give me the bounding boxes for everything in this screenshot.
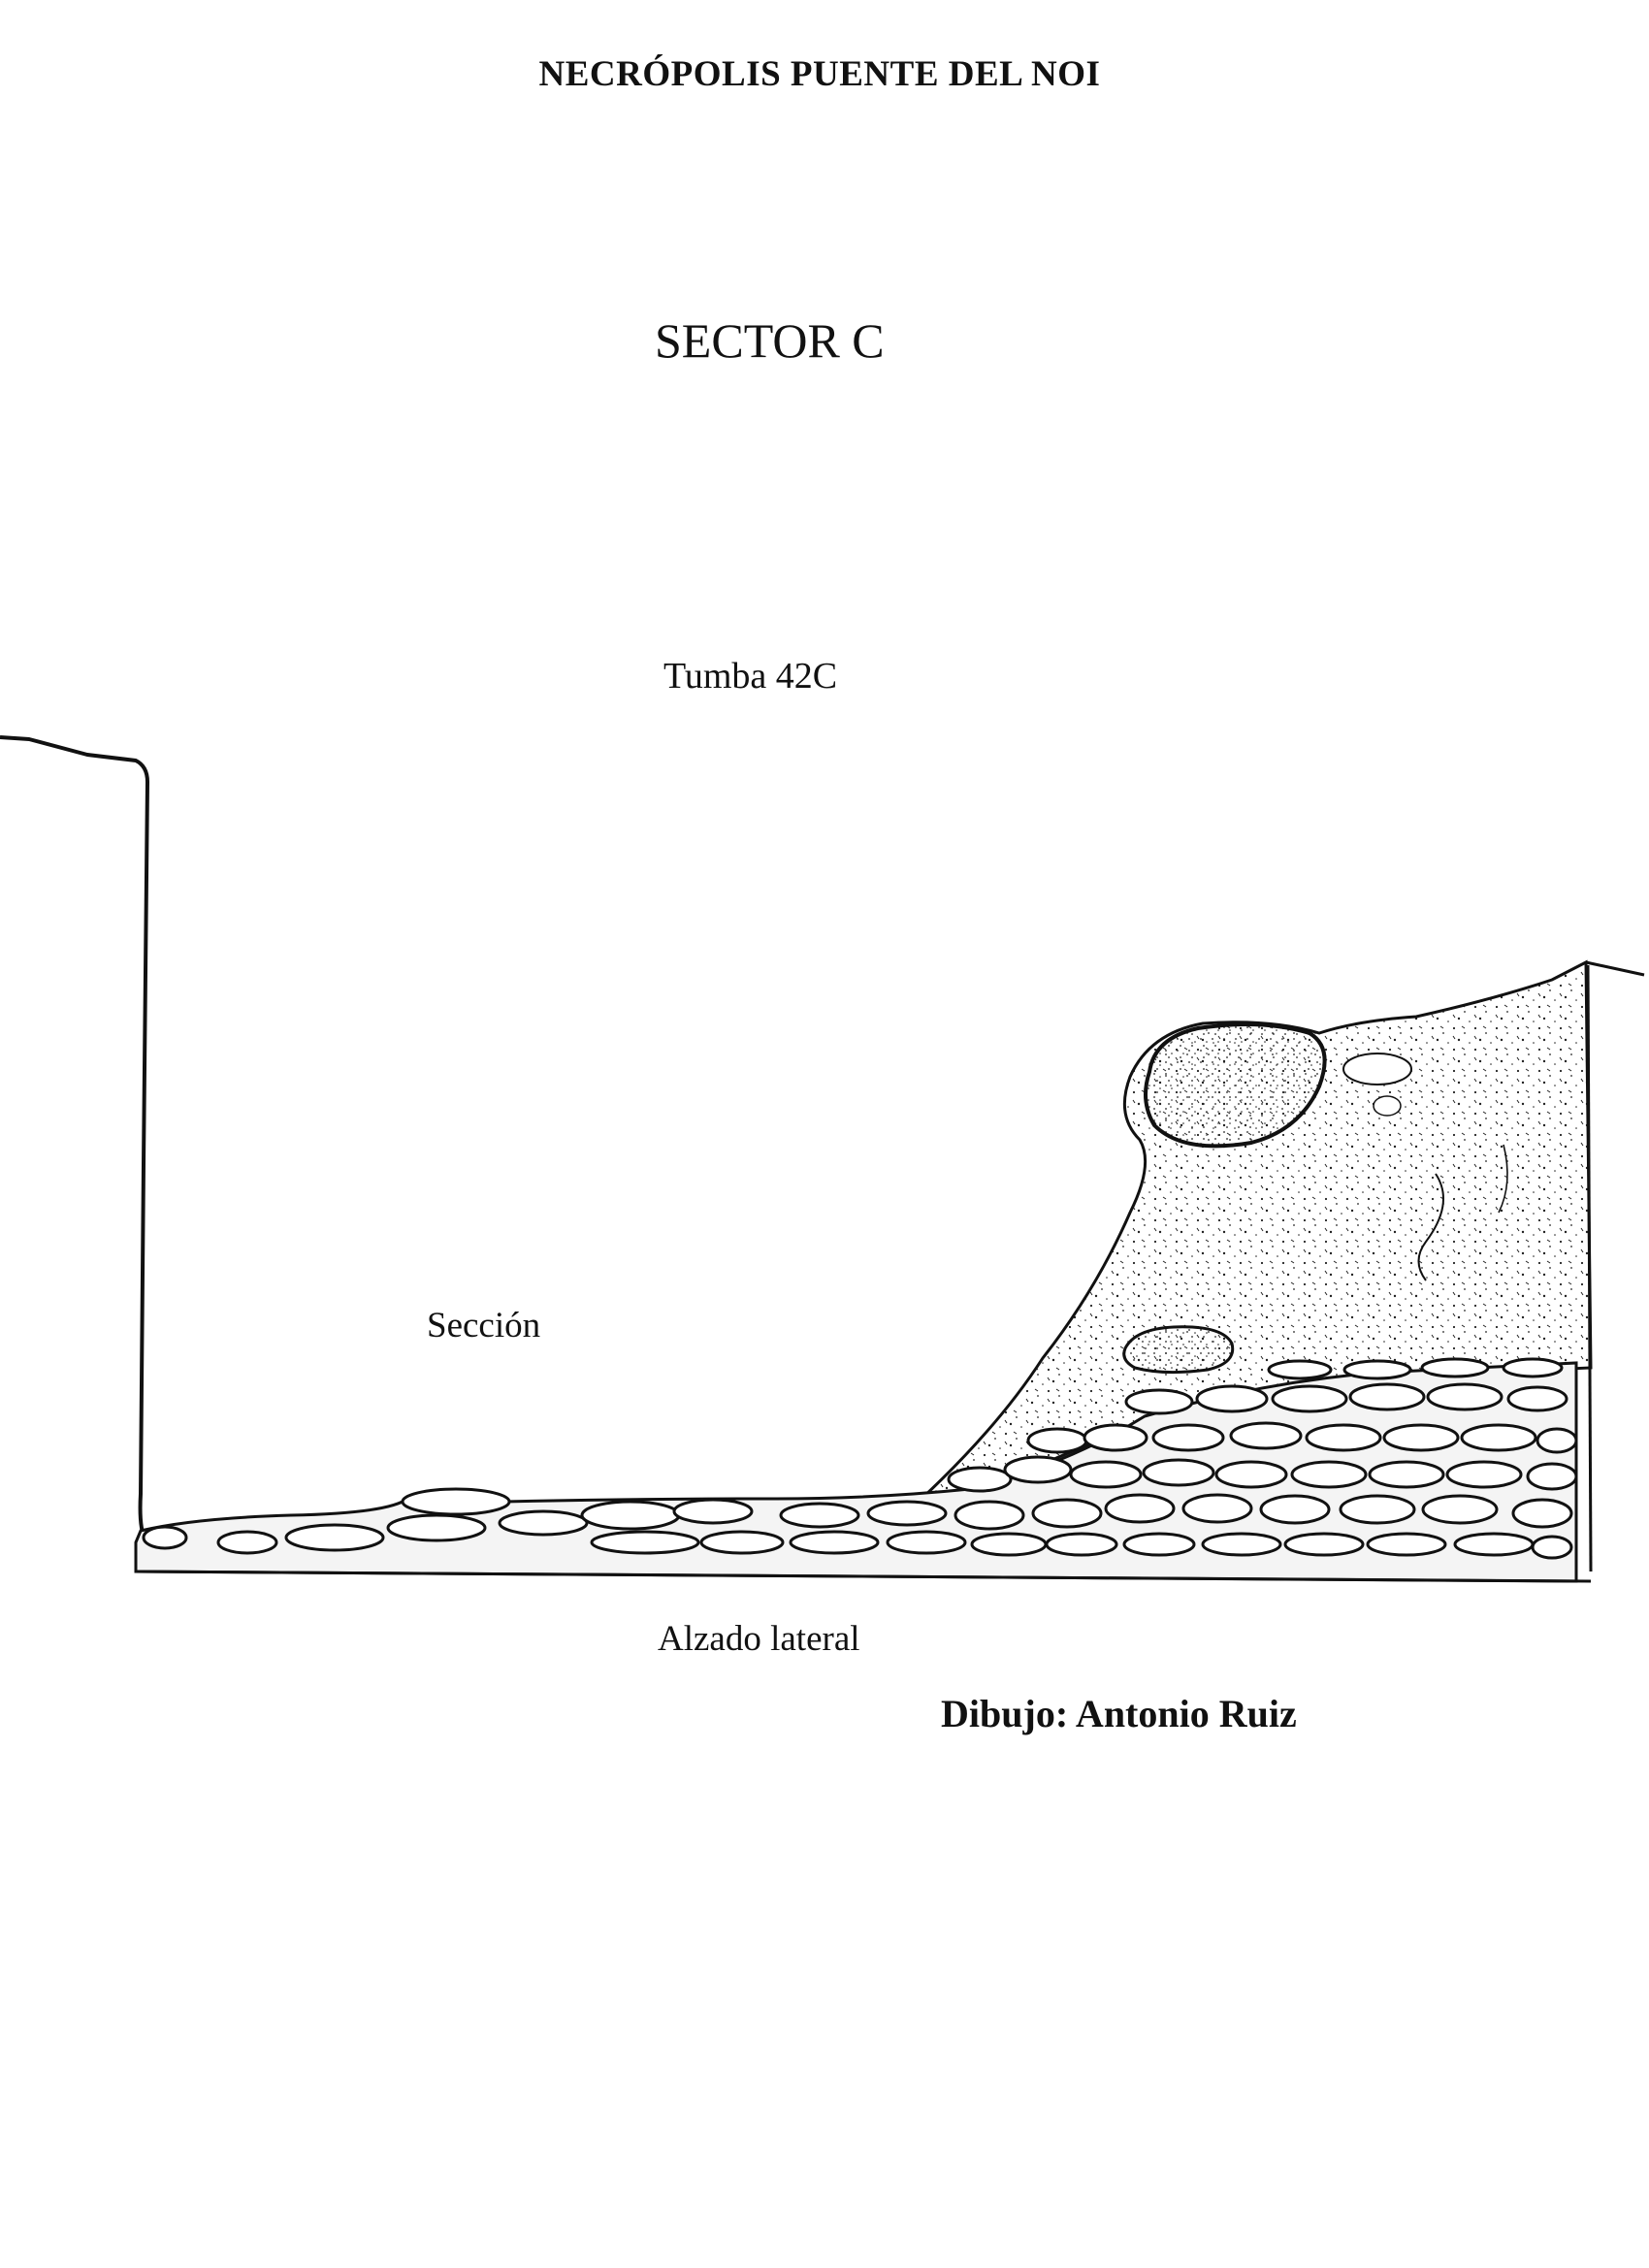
rock-crack <box>1498 1144 1508 1214</box>
rock-crack <box>1417 1173 1444 1281</box>
sector-heading: SECTOR C <box>655 313 885 368</box>
rock-hollow <box>1342 1053 1412 1085</box>
slab-stone <box>1122 1325 1235 1375</box>
drawing-credit: Dibujo: Antonio Ruiz <box>941 1692 1297 1735</box>
stone-course-upper <box>947 1357 1578 1493</box>
right-section-line <box>1586 964 1593 1572</box>
tomb-elevation-drawing <box>0 735 1645 1583</box>
tomb-label: Tumba 42C <box>663 656 838 697</box>
rock-top-edge <box>1585 960 1645 977</box>
page-title: NECRÓPOLIS PUENTE DEL NOI <box>538 54 1101 94</box>
stone-course-lower <box>142 1487 1573 1560</box>
section-label: Sección <box>427 1306 541 1345</box>
ground-line <box>135 1570 1592 1583</box>
rock-hollow-small <box>1373 1095 1402 1117</box>
elevation-label: Alzado lateral <box>658 1619 860 1659</box>
section-profile <box>0 735 149 1541</box>
boulder-top <box>1144 1022 1327 1149</box>
